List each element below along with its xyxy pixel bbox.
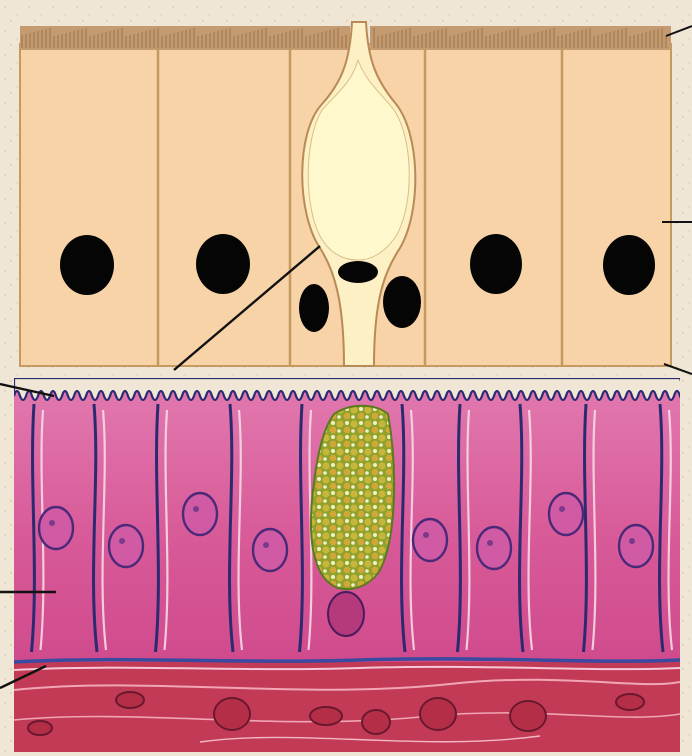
nucleus bbox=[60, 235, 114, 295]
fibroblast-nucleus bbox=[214, 698, 250, 730]
nucleolus bbox=[423, 532, 429, 538]
schematic-panel bbox=[20, 22, 692, 374]
nucleolus bbox=[629, 538, 635, 544]
nucleus bbox=[470, 234, 522, 294]
fibroblast-nucleus bbox=[510, 701, 546, 731]
fibroblast-nucleus bbox=[28, 721, 52, 735]
nucleus-micrograph bbox=[39, 507, 73, 549]
connective-tissue bbox=[14, 662, 680, 756]
fibroblast-nucleus bbox=[362, 710, 390, 734]
micrograph-panel bbox=[14, 378, 686, 756]
fibroblast-nucleus bbox=[420, 698, 456, 730]
fibroblast-nucleus bbox=[310, 707, 342, 725]
goblet-nucleus bbox=[338, 261, 378, 283]
nucleolus bbox=[559, 506, 565, 512]
nucleolus bbox=[487, 540, 493, 546]
nucleus-micrograph bbox=[619, 525, 653, 567]
nucleolus bbox=[49, 520, 55, 526]
nucleus bbox=[603, 235, 655, 295]
nucleus-micrograph bbox=[413, 519, 447, 561]
fibroblast-nucleus bbox=[616, 694, 644, 710]
basement-membrane bbox=[14, 659, 680, 662]
nucleolus bbox=[193, 506, 199, 512]
nucleus-micrograph bbox=[477, 527, 511, 569]
nucleus bbox=[196, 234, 250, 294]
nucleolus bbox=[263, 542, 269, 548]
goblet-cell-micrograph bbox=[311, 406, 394, 589]
nucleus-micrograph bbox=[253, 529, 287, 571]
nucleus-micrograph bbox=[109, 525, 143, 567]
nucleus bbox=[299, 284, 329, 332]
goblet-nucleus-micrograph bbox=[328, 592, 364, 636]
nucleus bbox=[383, 276, 421, 328]
fibroblast-nucleus bbox=[116, 692, 144, 708]
nucleus-micrograph bbox=[183, 493, 217, 535]
nucleus-micrograph bbox=[549, 493, 583, 535]
nucleolus bbox=[119, 538, 125, 544]
